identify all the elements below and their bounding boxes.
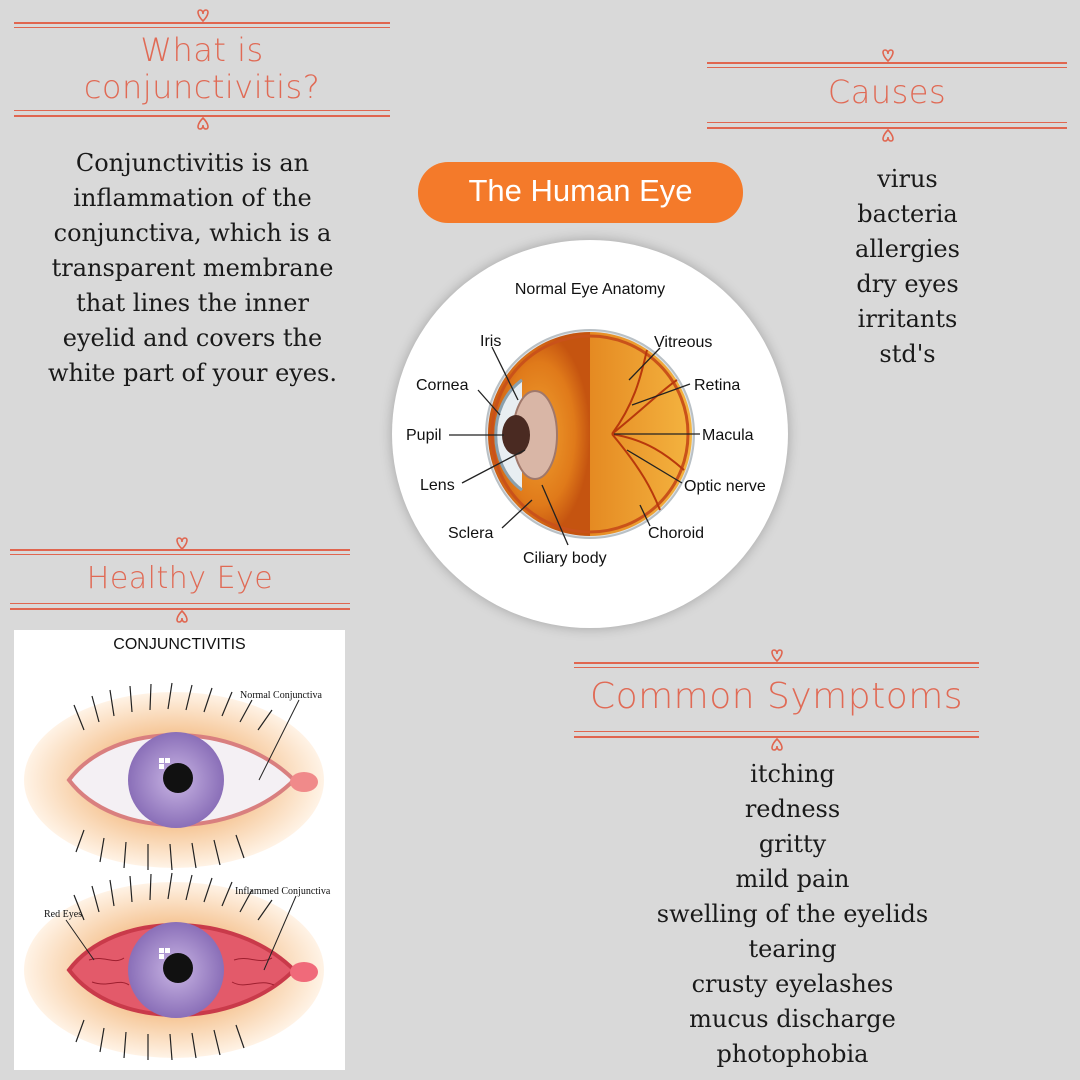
what-is-heading: What is conjunctivitis? [83,31,321,106]
list-item: mild pain [735,865,850,893]
red-eyes-label: Red Eyes [44,909,82,920]
list-item: allergies [855,235,960,263]
inflamed-conjunctiva-label: Inflammed Conjunctiva [235,886,331,897]
healthy-eye-heading: Healthy Eye [86,561,274,596]
knot-ornament-icon [197,9,209,22]
label-choroid: Choroid [648,525,704,542]
list-item: photophobia [716,1040,869,1068]
what-is-description: Conjunctivitis is an inflammation of the… [47,149,337,387]
label-vitreous: Vitreous [654,334,712,351]
label-optic-nerve: Optic nerve [684,478,766,495]
knot-ornament-icon [176,537,188,550]
list-item: bacteria [857,200,958,228]
normal-conjunctiva-label: Normal Conjunctiva [240,690,322,701]
list-item: virus [877,165,938,193]
human-eye-pill: The Human Eye [418,162,743,223]
symptoms-list: itching redness gritty mild pain swellin… [620,757,965,1072]
label-sclera: Sclera [448,525,493,542]
list-item: tearing [748,935,837,963]
eye-anatomy-diagram: Normal Eye Anatomy Iris Cornea [392,240,788,628]
list-item: mucus discharge [689,1005,896,1033]
label-ciliary-body: Ciliary body [523,550,607,567]
causes-list: virus bacteria allergies dry eyes irrita… [790,162,1025,372]
causes-heading: Causes [827,73,947,111]
list-item: redness [744,795,841,823]
label-lens: Lens [420,477,455,494]
list-item: swelling of the eyelids [656,900,929,928]
knot-ornament-icon [771,649,783,662]
knot-ornament-icon [176,610,188,623]
label-retina: Retina [694,377,740,394]
knot-ornament-icon [771,738,783,751]
label-iris: Iris [480,333,501,350]
knot-ornament-icon [197,117,209,130]
list-item: gritty [758,830,827,858]
label-pupil: Pupil [406,427,442,444]
knot-ornament-icon [882,49,894,62]
list-item: itching [750,760,835,788]
knot-ornament-icon [882,129,894,142]
list-item: dry eyes [856,270,959,298]
symptoms-heading: Common Symptoms [589,676,964,717]
anatomy-title: Normal Eye Anatomy [515,281,665,298]
conjunctivitis-illustration: CONJUNCTIVITIS Normal Conjunctiva [14,630,345,1070]
label-macula: Macula [702,427,754,444]
list-item: std's [879,340,936,368]
list-item: irritants [857,305,958,333]
label-cornea: Cornea [416,377,469,394]
list-item: crusty eyelashes [691,970,894,998]
conjunctivitis-card-title: CONJUNCTIVITIS [113,636,246,653]
